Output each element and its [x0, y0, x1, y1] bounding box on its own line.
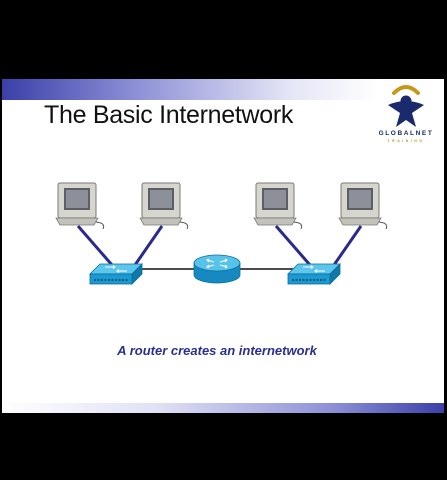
- switch-icon: [287, 263, 341, 285]
- cable-pc3-switch2: [274, 225, 312, 266]
- network-diagram: [55, 182, 388, 285]
- logo-subtitle: TRAINING: [387, 139, 425, 143]
- diagram-caption: A router creates an internetwork: [117, 343, 317, 358]
- logo-wordmark: GLOBALNET: [378, 130, 434, 137]
- globalnet-logo: GLOBALNET TRAINING: [368, 83, 444, 149]
- switch-icon: [89, 263, 143, 285]
- cable-pc2-switch1: [133, 225, 164, 266]
- router-icon: [193, 254, 241, 284]
- computer-icon: [253, 182, 303, 230]
- slide-title: The Basic Internetwork: [44, 101, 294, 129]
- globalnet-logo-icon: [388, 85, 424, 127]
- computer-icon: [55, 182, 105, 230]
- top-gradient-band: [2, 79, 444, 100]
- slide: The Basic Internetwork GLOBALNET TRAININ…: [2, 79, 444, 413]
- computer-icon: [338, 182, 388, 230]
- cable-pc4-switch2: [332, 225, 363, 266]
- computer-icon: [139, 182, 189, 230]
- cable-pc1-switch1: [76, 225, 114, 266]
- bottom-gradient-band: [2, 403, 444, 413]
